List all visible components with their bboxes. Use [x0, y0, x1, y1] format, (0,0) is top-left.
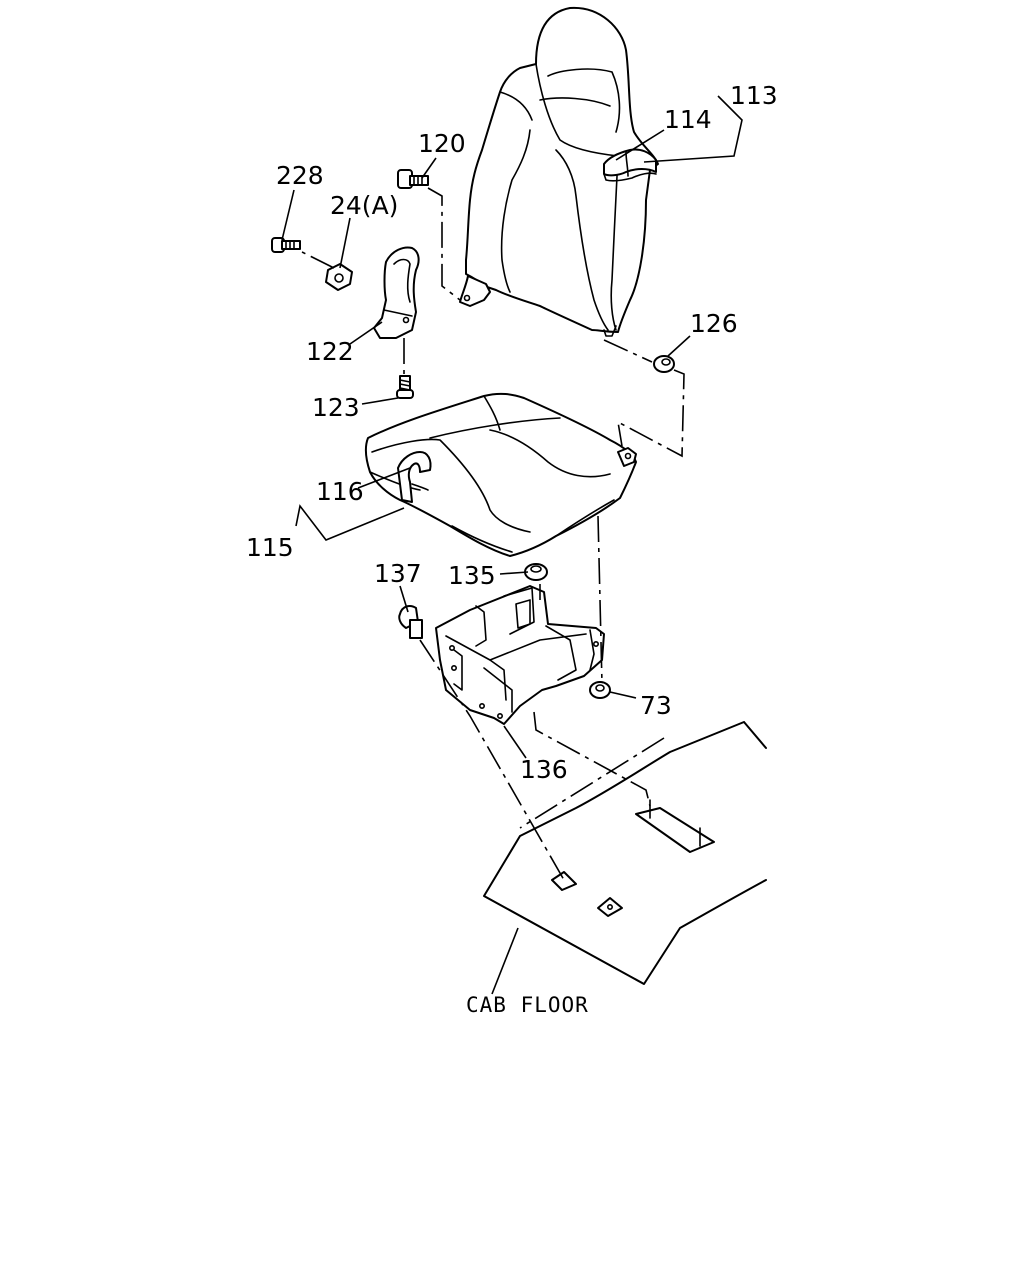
callout-labels: 113 114 120 228 24(A) 122 123 126 116 11… — [246, 81, 778, 1017]
seat-base-bracket — [435, 585, 605, 725]
screw-228 — [271, 237, 301, 253]
cab-floor-label: CAB FLOOR — [466, 993, 589, 1017]
callout-123: 123 — [312, 393, 360, 422]
leader-lines — [281, 95, 743, 995]
cab-floor — [483, 721, 767, 985]
callout-113: 113 — [730, 81, 778, 110]
cap-24a — [325, 263, 353, 291]
callout-228: 228 — [276, 161, 324, 190]
callout-120: 120 — [418, 129, 466, 158]
bolt-137 — [398, 605, 423, 639]
bolt-120 — [397, 169, 429, 189]
bushing-126 — [653, 355, 675, 373]
nut-73 — [589, 681, 611, 699]
callout-73: 73 — [640, 691, 672, 720]
callout-116: 116 — [316, 477, 364, 506]
callout-114: 114 — [664, 105, 712, 134]
callout-122: 122 — [306, 337, 354, 366]
callout-126: 126 — [690, 309, 738, 338]
callout-137: 137 — [374, 559, 422, 588]
callout-135: 135 — [448, 561, 496, 590]
callout-136: 136 — [520, 755, 568, 784]
callout-24a: 24(A) — [330, 191, 398, 220]
recliner-cover — [373, 246, 420, 339]
bolt-123 — [396, 375, 414, 399]
seat-cushion — [364, 392, 637, 557]
callout-115: 115 — [246, 533, 294, 562]
cushion-strap — [397, 451, 432, 503]
seat-backrest — [459, 6, 659, 337]
nut-135 — [524, 563, 548, 581]
